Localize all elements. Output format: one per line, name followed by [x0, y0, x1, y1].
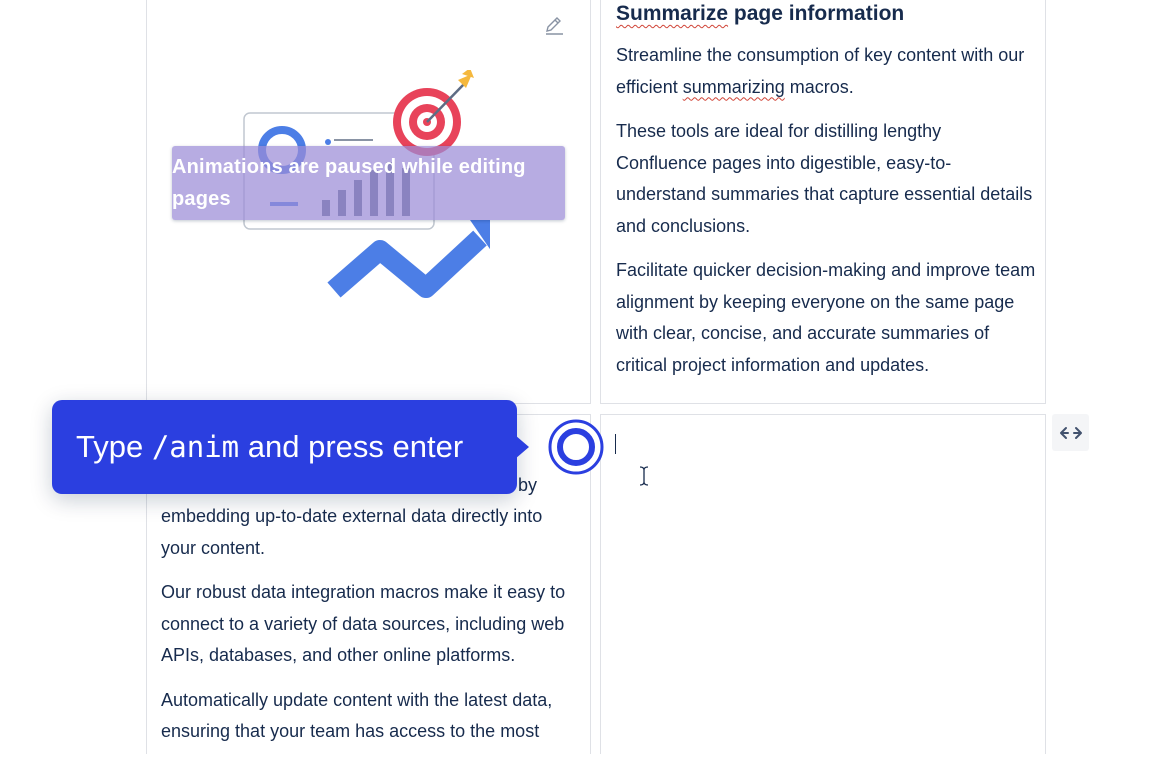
tooltip-arrow	[515, 435, 529, 459]
section-heading: Summarize page information	[616, 0, 1036, 30]
paragraph-1-start: Streamline the consumption of key conten…	[616, 45, 1025, 97]
animation-paused-text: Animations are paused while editing page…	[172, 156, 526, 210]
text-caret	[615, 434, 616, 454]
pencil-icon[interactable]	[543, 14, 565, 36]
paragraph-partial-line: by	[517, 475, 537, 495]
paragraph-3: Automatically update content with the la…	[161, 689, 553, 742]
table-cell-bottom-right[interactable]	[600, 414, 1046, 754]
summarize-section: Summarize page information Streamline th…	[616, 0, 1036, 394]
data-integration-section: by embedding up-to-date external data di…	[161, 470, 581, 761]
paragraph-1: Streamline the consumption of key conten…	[616, 40, 1036, 103]
tooltip-prefix: Type	[76, 429, 152, 464]
expand-horizontal-icon	[1059, 426, 1082, 439]
heading-rest: page information	[728, 2, 905, 25]
instruction-tooltip: Type /anim and press enter	[52, 400, 517, 494]
text-cursor-icon	[638, 465, 650, 487]
table-cell-top-right[interactable]	[600, 0, 1046, 404]
tooltip-command: /anim	[151, 430, 240, 464]
paragraph-2: These tools are ideal for distilling len…	[616, 121, 1033, 236]
paragraph-3: Facilitate quicker decision-making and i…	[616, 260, 1036, 375]
animation-paused-banner: Animations are paused while editing page…	[172, 146, 565, 220]
click-target-icon	[548, 419, 604, 475]
expand-horizontal-button[interactable]	[1052, 414, 1089, 451]
tooltip-suffix: and press enter	[239, 429, 464, 464]
paragraph-1-end: macros.	[784, 76, 854, 97]
heading-spellcheck-word: Summarize	[616, 2, 729, 25]
paragraph-1-spellcheck-word: summarizing	[682, 76, 785, 97]
paragraph-1-continued: embedding up-to-date external data direc…	[161, 506, 543, 558]
paragraph-2: Our robust data integration macros make …	[161, 582, 566, 665]
